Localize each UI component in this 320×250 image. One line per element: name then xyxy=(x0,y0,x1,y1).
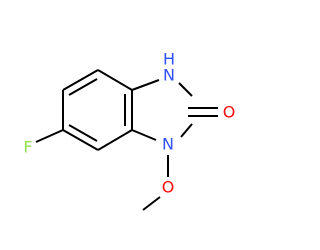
bond-o-ch3 xyxy=(142,196,161,211)
nh-hydrogen-label: H xyxy=(163,50,175,69)
methoxy-oxygen-label: O xyxy=(162,178,175,197)
bond-c2-n1 xyxy=(180,123,193,138)
n1-nitrogen-label: N xyxy=(162,135,174,154)
bond-c3a-n3 xyxy=(131,79,160,91)
molecule-structure: F H N O N O xyxy=(23,50,236,211)
bond-c4-c5-inner xyxy=(68,78,98,96)
bond-c3a-c4 xyxy=(97,69,133,91)
bond-c4-c5 xyxy=(62,69,99,91)
nh-nitrogen-label: N xyxy=(163,66,175,85)
bond-n1-c7a xyxy=(131,129,157,141)
bond-c6-c7 xyxy=(62,129,99,151)
bond-c6-c7-inner xyxy=(68,124,98,142)
carbonyl-oxygen-label: O xyxy=(223,103,236,122)
fluorine-label: F xyxy=(23,138,32,157)
bond-c7-c7a xyxy=(97,129,133,151)
bond-c6-f xyxy=(35,129,64,143)
bond-n3-c2 xyxy=(178,82,193,97)
